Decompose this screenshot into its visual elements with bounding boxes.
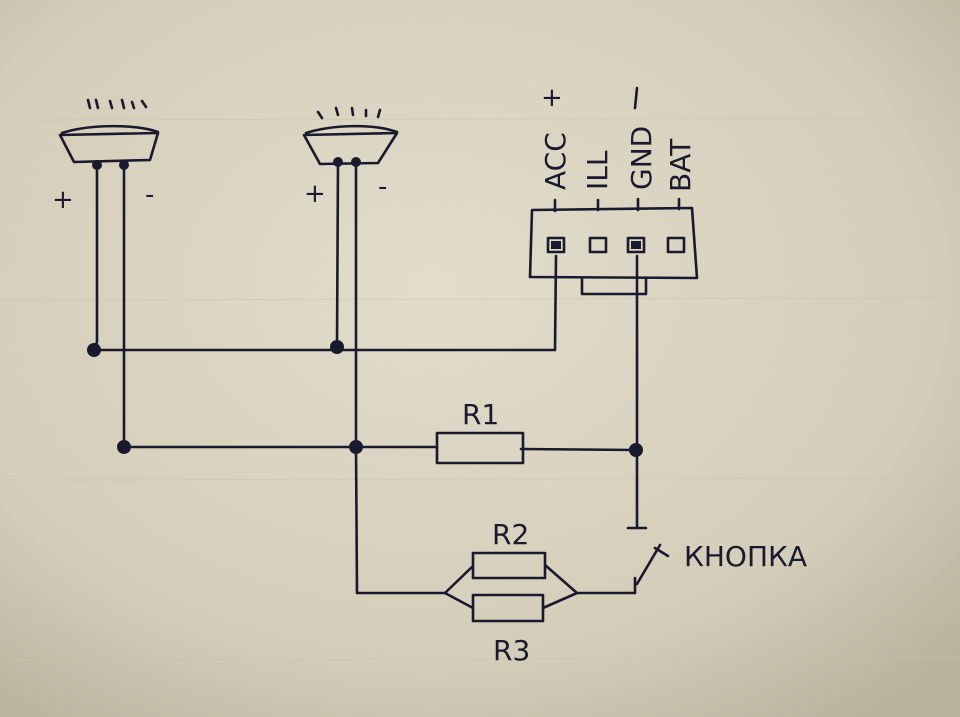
button-lever-icon <box>635 543 662 586</box>
pin-gnd <box>626 236 646 254</box>
wire-split-left-top <box>443 564 475 595</box>
pin-acc <box>546 236 566 254</box>
lamp-left-plus-label: + <box>52 185 74 215</box>
junction-gnd <box>629 443 643 457</box>
connector-gnd-mark <box>633 86 639 110</box>
wire-join-right-bottom <box>541 591 579 610</box>
lamp-right-top <box>304 124 399 135</box>
pin-gnd-fill <box>631 241 641 249</box>
connector: + ACC ILL GND BAT <box>528 83 699 296</box>
pin-label-bat: BAT <box>664 138 697 192</box>
resistor-r3 <box>471 593 545 623</box>
pin-acc-fill <box>551 241 561 249</box>
pin-label-acc: ACC <box>539 132 572 190</box>
connector-plus-label: + <box>541 83 563 113</box>
wire-r1-gnd <box>519 447 638 452</box>
wire-lamp-right-plus <box>335 160 340 347</box>
pin-label-ill: ILL <box>581 150 614 190</box>
lamp-left-rays-icon <box>86 98 148 110</box>
wires <box>92 160 662 610</box>
junction-acc-right <box>330 340 344 354</box>
wire-acc-bus <box>92 254 558 352</box>
resistor-r1-label: R1 <box>462 398 499 431</box>
button-label: КНОПКА <box>684 540 807 573</box>
wire-split-left-bottom <box>443 591 475 610</box>
connector-latch <box>580 276 648 296</box>
paper-grid <box>0 117 960 661</box>
resistor-r2 <box>471 551 547 580</box>
lamp-right-minus-label: - <box>378 172 387 202</box>
button-stop-icon <box>653 546 670 558</box>
junction-minus-right <box>349 440 363 454</box>
lamp-left-minus-label: - <box>145 180 154 210</box>
junction-acc-left <box>87 343 101 357</box>
connector-ticks <box>553 197 681 213</box>
wire-join-right-top <box>543 563 579 595</box>
pin-bat <box>666 236 686 254</box>
pin-label-gnd: GND <box>625 126 658 190</box>
resistor-r1 <box>435 431 525 465</box>
junctions <box>87 340 643 457</box>
lamp-left-top <box>60 124 160 135</box>
pin-ill <box>588 236 608 254</box>
lamp-right-rays-icon <box>316 106 382 120</box>
lamp-right-body <box>302 131 399 166</box>
resistor-r2-label: R2 <box>492 518 529 551</box>
junction-minus-left <box>117 440 131 454</box>
wire-to-button <box>575 576 637 595</box>
lamp-right-plus-label: + <box>304 179 326 209</box>
button-switch: КНОПКА <box>653 540 807 573</box>
lamp-left-body <box>58 131 160 164</box>
wire-minus-down <box>354 445 447 595</box>
resistor-r3-label: R3 <box>493 634 530 667</box>
resistors: R1 R2 R3 <box>435 398 547 667</box>
